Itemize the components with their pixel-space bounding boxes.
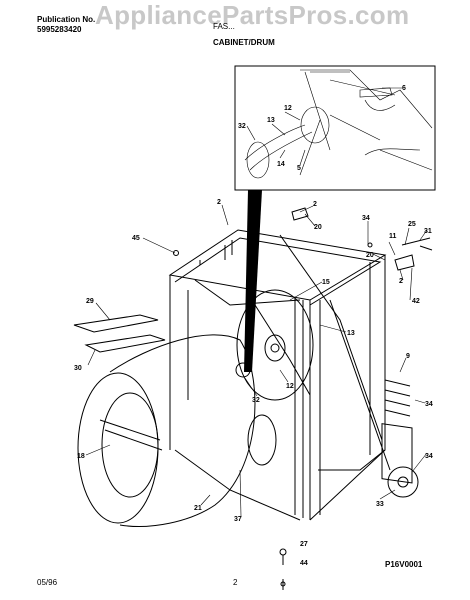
publication-label: Publication No. bbox=[37, 15, 96, 24]
callout-14: 14 bbox=[277, 161, 285, 168]
model-code: FAS... bbox=[213, 22, 235, 31]
detail-pointer bbox=[244, 190, 262, 372]
bracket-parts bbox=[173, 207, 433, 590]
callout-18: 18 bbox=[77, 453, 85, 460]
publication-number: 5995283420 bbox=[37, 25, 82, 34]
callout-32: 32 bbox=[238, 123, 246, 130]
callout-2: 2 bbox=[217, 199, 221, 206]
callout-37: 37 bbox=[234, 516, 242, 523]
callout-45: 45 bbox=[132, 235, 140, 242]
callout-25: 25 bbox=[408, 221, 416, 228]
callout-12: 12 bbox=[284, 105, 292, 112]
callout-20b: 20 bbox=[366, 252, 374, 259]
callout-29: 29 bbox=[86, 298, 94, 305]
callout-2b: 2 bbox=[313, 201, 317, 208]
callout-12b: 12 bbox=[286, 383, 294, 390]
callout-13: 13 bbox=[267, 117, 275, 124]
callout-leader-lines bbox=[85, 87, 428, 517]
diagram-part-code: P16V0001 bbox=[385, 560, 423, 569]
callout-11: 11 bbox=[389, 233, 397, 240]
callout-15: 15 bbox=[322, 279, 330, 286]
watermark: AppliancePartsPros.com bbox=[95, 0, 410, 30]
detail-inset-frame bbox=[234, 65, 436, 191]
section-title: CABINET/DRUM bbox=[213, 38, 275, 47]
callout-21: 21 bbox=[194, 505, 202, 512]
callout-42: 42 bbox=[412, 298, 420, 305]
inset-drum-spider bbox=[244, 69, 433, 179]
callout-33: 33 bbox=[376, 501, 384, 508]
callout-34b: 34 bbox=[425, 401, 433, 408]
callout-31: 31 bbox=[424, 228, 432, 235]
motor-assembly bbox=[329, 299, 419, 498]
callout-34c: 34 bbox=[425, 453, 433, 460]
callout-20: 20 bbox=[314, 224, 322, 231]
callout-9: 9 bbox=[406, 353, 410, 360]
callout-34: 34 bbox=[362, 215, 370, 222]
drum-glide-pads bbox=[73, 314, 166, 353]
callout-2c: 2 bbox=[399, 278, 403, 285]
side-vent-panel bbox=[381, 379, 413, 484]
callout-labels: 6 12 13 32 14 5 2 20 34 25 11 31 45 20 2… bbox=[74, 85, 433, 567]
callout-32b: 32 bbox=[252, 397, 260, 404]
callout-13b: 13 bbox=[347, 330, 355, 337]
callout-6: 6 bbox=[402, 85, 406, 92]
callout-27: 27 bbox=[300, 541, 308, 548]
drum-rear-bulkhead bbox=[236, 289, 314, 466]
front-pulley-and-belt bbox=[235, 343, 280, 378]
callout-44: 44 bbox=[300, 560, 308, 567]
callout-30: 30 bbox=[74, 365, 82, 372]
footer-page-number: 2 bbox=[233, 578, 238, 587]
footer-date: 05/96 bbox=[37, 578, 58, 587]
drum bbox=[77, 334, 256, 527]
callout-5: 5 bbox=[297, 165, 301, 172]
cabinet bbox=[168, 229, 387, 521]
